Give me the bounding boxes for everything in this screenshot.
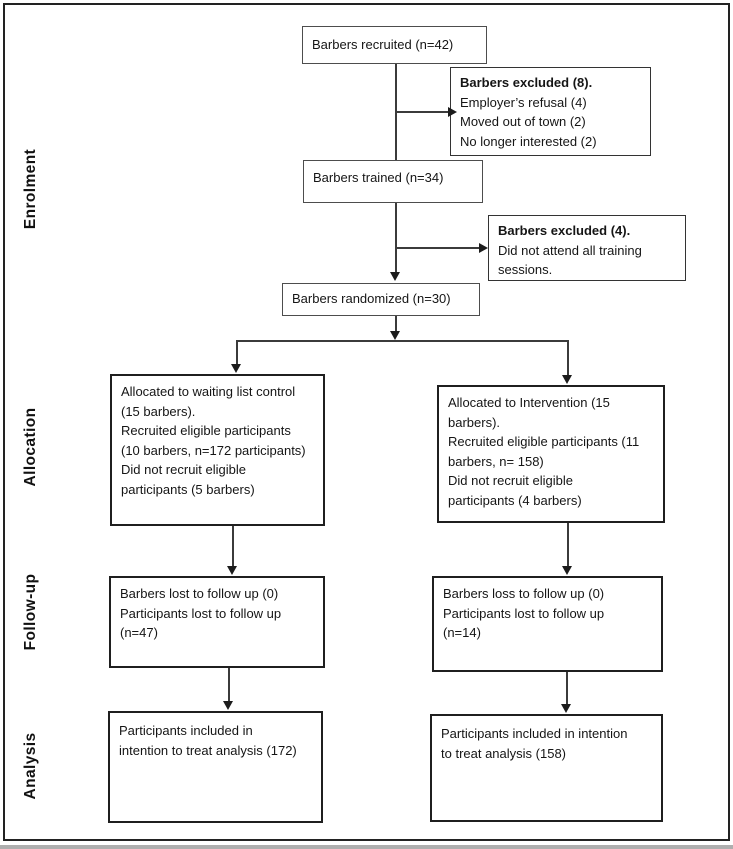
box-allocated-intervention: Allocated to Intervention (15 barbers). … — [437, 385, 665, 523]
box-barbers-excluded-8: Barbers excluded (8). Employer’s refusal… — [450, 67, 651, 156]
page-edge-strip — [0, 845, 733, 849]
flow-line-trained-to-randomized — [395, 203, 397, 273]
box-barbers-randomized-text: Barbers randomized (n=30) — [292, 291, 451, 306]
box-barbers-excluded-8-reasons: Employer’s refusal (4) Moved out of town… — [460, 94, 597, 149]
arrowhead-down-randomized — [390, 272, 400, 281]
box-analysis-control: Participants included in intention to tr… — [108, 711, 323, 823]
box-followup-control-text: Barbers lost to follow up (0) Participan… — [120, 586, 282, 640]
box-barbers-trained: Barbers trained (n=34) — [303, 160, 483, 203]
figure-border — [3, 3, 730, 841]
box-allocated-control: Allocated to waiting list control (15 ba… — [110, 374, 325, 526]
box-analysis-control-text: Participants included in intention to tr… — [119, 723, 297, 758]
arrowhead-down-analysis-intervention — [561, 704, 571, 713]
flow-line-branch-horizontal — [236, 340, 569, 342]
box-barbers-excluded-4-reasons: Did not attend all training sessions. — [498, 242, 642, 278]
stage-label-enrolment: Enrolment — [22, 148, 39, 230]
flow-line-intervention-to-followup — [567, 523, 569, 567]
flow-line-recruited-to-trained — [395, 64, 397, 160]
box-followup-intervention-text: Barbers loss to follow up (0) Participan… — [443, 586, 605, 640]
flow-line-branch-to-control — [236, 340, 238, 365]
box-allocated-control-text: Allocated to waiting list control (15 ba… — [121, 384, 306, 497]
box-barbers-randomized: Barbers randomized (n=30) — [282, 283, 480, 316]
arrowhead-down-allocated-intervention — [562, 375, 572, 384]
box-barbers-trained-text: Barbers trained (n=34) — [313, 170, 444, 185]
flow-line-to-excluded-8 — [396, 111, 449, 113]
flow-line-randomized-to-branch — [395, 316, 397, 332]
stage-label-analysis: Analysis — [22, 732, 39, 800]
box-barbers-recruited-text: Barbers recruited (n=42) — [312, 37, 454, 52]
box-barbers-recruited: Barbers recruited (n=42) — [302, 26, 487, 64]
box-analysis-intervention: Participants included in intention to tr… — [430, 714, 663, 822]
stage-label-followup: Follow-up — [22, 573, 39, 651]
flow-line-control-to-analysis — [228, 668, 230, 702]
box-barbers-excluded-4-title: Barbers excluded (4). — [498, 223, 631, 238]
arrowhead-down-allocated-control — [231, 364, 241, 373]
arrowhead-down-analysis-control — [223, 701, 233, 710]
flow-line-intervention-to-analysis — [566, 672, 568, 705]
box-allocated-intervention-text: Allocated to Intervention (15 barbers). … — [448, 395, 640, 508]
box-barbers-excluded-8-title: Barbers excluded (8). — [460, 75, 593, 90]
box-barbers-excluded-4: Barbers excluded (4). Did not attend all… — [488, 215, 686, 281]
box-followup-control: Barbers lost to follow up (0) Participan… — [109, 576, 325, 668]
flow-line-to-excluded-4 — [396, 247, 479, 249]
flow-line-control-to-followup — [232, 526, 234, 567]
flow-line-branch-to-intervention — [567, 340, 569, 376]
box-analysis-intervention-text: Participants included in intention to tr… — [441, 726, 628, 761]
arrowhead-down-followup-intervention — [562, 566, 572, 575]
arrowhead-right-excluded-4 — [479, 243, 488, 253]
stage-label-allocation: Allocation — [22, 407, 39, 487]
arrowhead-right-excluded-8 — [448, 107, 457, 117]
arrowhead-down-branch — [390, 331, 400, 340]
box-followup-intervention: Barbers loss to follow up (0) Participan… — [432, 576, 663, 672]
arrowhead-down-followup-control — [227, 566, 237, 575]
